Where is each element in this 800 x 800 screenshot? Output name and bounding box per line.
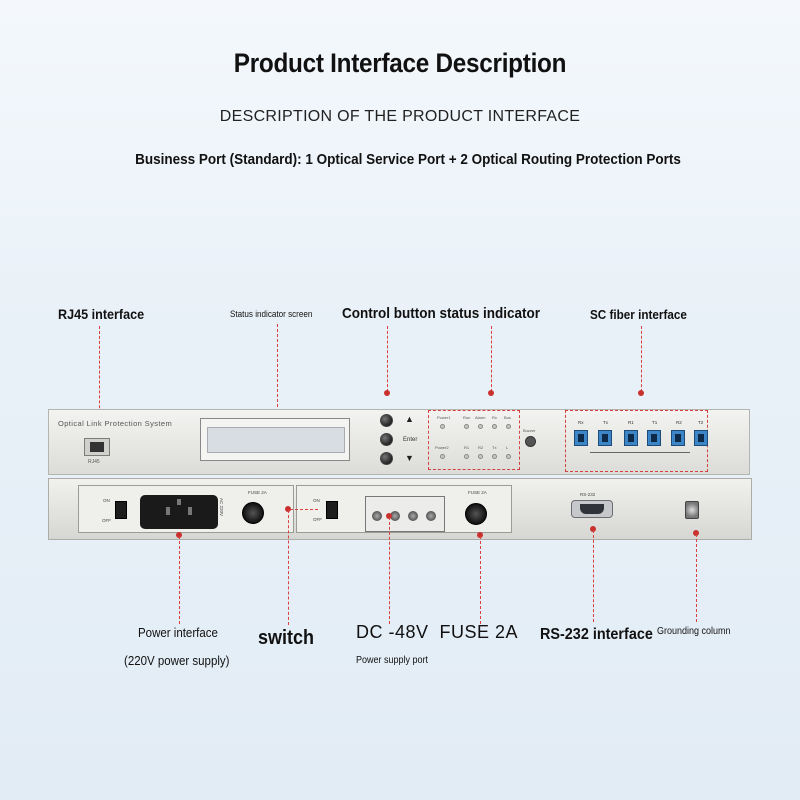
dc-fuse-text: FUSE 2A	[468, 490, 487, 495]
label-power-supply-port: Power supply port	[356, 655, 429, 666]
page-subtitle: DESCRIPTION OF THE PRODUCT INTERFACE	[219, 108, 581, 125]
dc-fuse-holder[interactable]	[465, 503, 487, 525]
label-rj45-interface: RJ45 interface	[58, 306, 145, 322]
ac-fuse-holder[interactable]	[242, 502, 264, 524]
connector-dc-terminal	[389, 517, 390, 624]
buzzer-text: Buzzer	[523, 428, 536, 433]
label-control-button-status-indicator: Control button status indicator	[342, 305, 540, 322]
label-dc-fuse-spec: DC -48V FUSE 2A	[356, 622, 519, 642]
sc-port-t2[interactable]	[694, 430, 708, 446]
connector-grounding	[696, 534, 697, 622]
marker-control-buttons	[384, 390, 390, 396]
business-port-description: Business Port (Standard): 1 Optical Serv…	[135, 151, 681, 168]
sc-port-tx[interactable]	[598, 430, 612, 446]
rj45-port[interactable]	[84, 438, 110, 456]
led-alarm	[478, 424, 483, 429]
marker-power-interface	[176, 532, 182, 538]
dc-on-text: ON	[313, 498, 320, 503]
connector-rj45	[99, 326, 100, 438]
marker-grounding	[693, 530, 699, 536]
sc-label-tx: Tx	[603, 420, 608, 425]
ac-off-text: OFF	[102, 518, 111, 523]
connector-switch-horizontal	[290, 509, 318, 510]
device-front-label: Optical Link Protection System	[58, 419, 173, 428]
ac-power-switch[interactable]	[115, 501, 127, 519]
down-button[interactable]	[380, 452, 393, 465]
label-switch: switch	[258, 627, 315, 649]
led-rx	[492, 424, 497, 429]
marker-rs232	[590, 526, 596, 532]
marker-switch	[285, 506, 291, 512]
rs232-port[interactable]	[571, 500, 613, 518]
sc-label-r2: R2	[676, 420, 682, 425]
dc-power-switch[interactable]	[326, 501, 338, 519]
connector-rs232	[593, 530, 594, 622]
sc-label-rx: Rx	[578, 420, 584, 425]
led-power2	[440, 454, 445, 459]
marker-dc-terminal	[386, 513, 392, 519]
led-label-r2: R2	[478, 445, 484, 450]
led-label-power1: Power1	[437, 415, 451, 420]
sc-label-t1: T1	[652, 420, 658, 425]
led-l	[506, 454, 511, 459]
label-rs232-interface: RS-232 interface	[540, 626, 653, 643]
buzzer-button[interactable]	[525, 436, 536, 447]
led-label-run: Run	[463, 415, 471, 420]
connector-fuse	[480, 536, 481, 624]
sc-label-r1: R1	[628, 420, 634, 425]
grounding-post[interactable]	[685, 501, 699, 519]
sc-routing-diagram	[590, 452, 690, 461]
sc-label-t2: T2	[698, 420, 704, 425]
connector-sc-fiber	[641, 326, 642, 392]
status-led-panel	[428, 410, 520, 470]
led-tx	[492, 454, 497, 459]
dc-terminal-block[interactable]	[365, 496, 445, 532]
marker-fuse	[477, 532, 483, 538]
ac-voltage-text: AC 220V	[219, 498, 224, 517]
label-power-interface: Power interface	[138, 626, 218, 640]
led-label-l: L	[506, 445, 509, 450]
led-r1	[464, 454, 469, 459]
ac-power-socket[interactable]	[140, 495, 218, 529]
label-grounding-column: Grounding column	[657, 626, 731, 637]
rj45-port-text: RJ45	[88, 459, 100, 465]
sc-port-t1[interactable]	[647, 430, 661, 446]
marker-sc-fiber	[638, 390, 644, 396]
led-label-rx: Rx	[492, 415, 497, 420]
label-status-indicator-screen: Status indicator screen	[230, 309, 313, 319]
connector-status-screen	[277, 324, 278, 432]
sc-port-r2[interactable]	[671, 430, 685, 446]
enter-text: Enter	[403, 437, 418, 443]
connector-switch	[288, 510, 289, 625]
ac-fuse-text: FUSE 2A	[248, 490, 267, 495]
dc-off-text: OFF	[313, 517, 322, 522]
led-label-power2: Power2	[435, 445, 449, 450]
rs232-port-text: RS-232	[580, 492, 596, 497]
connector-control-buttons	[387, 326, 388, 392]
label-sc-fiber-interface: SC fiber interface	[590, 307, 687, 322]
page-title: Product Interface Description	[233, 48, 567, 78]
led-r2	[478, 454, 483, 459]
led-label-bus: Bus	[504, 415, 511, 420]
sc-port-r1[interactable]	[624, 430, 638, 446]
ac-on-text: ON	[103, 498, 110, 503]
enter-button[interactable]	[380, 433, 393, 446]
led-run	[464, 424, 469, 429]
connector-power-interface	[179, 536, 180, 624]
arrow-up-icon: ▲	[405, 414, 414, 424]
led-label-tx: Tx	[492, 445, 497, 450]
led-power1	[440, 424, 445, 429]
arrow-down-icon: ▼	[405, 453, 414, 463]
sc-port-rx[interactable]	[574, 430, 588, 446]
marker-status-indicator	[488, 390, 494, 396]
led-bus	[506, 424, 511, 429]
label-power-supply-note: (220V power supply)	[124, 654, 230, 668]
connector-status-indicator	[491, 326, 492, 392]
led-label-r1: R1	[464, 445, 470, 450]
status-indicator-screen	[200, 418, 350, 461]
up-button[interactable]	[380, 414, 393, 427]
led-label-alarm: Alarm	[475, 415, 486, 420]
